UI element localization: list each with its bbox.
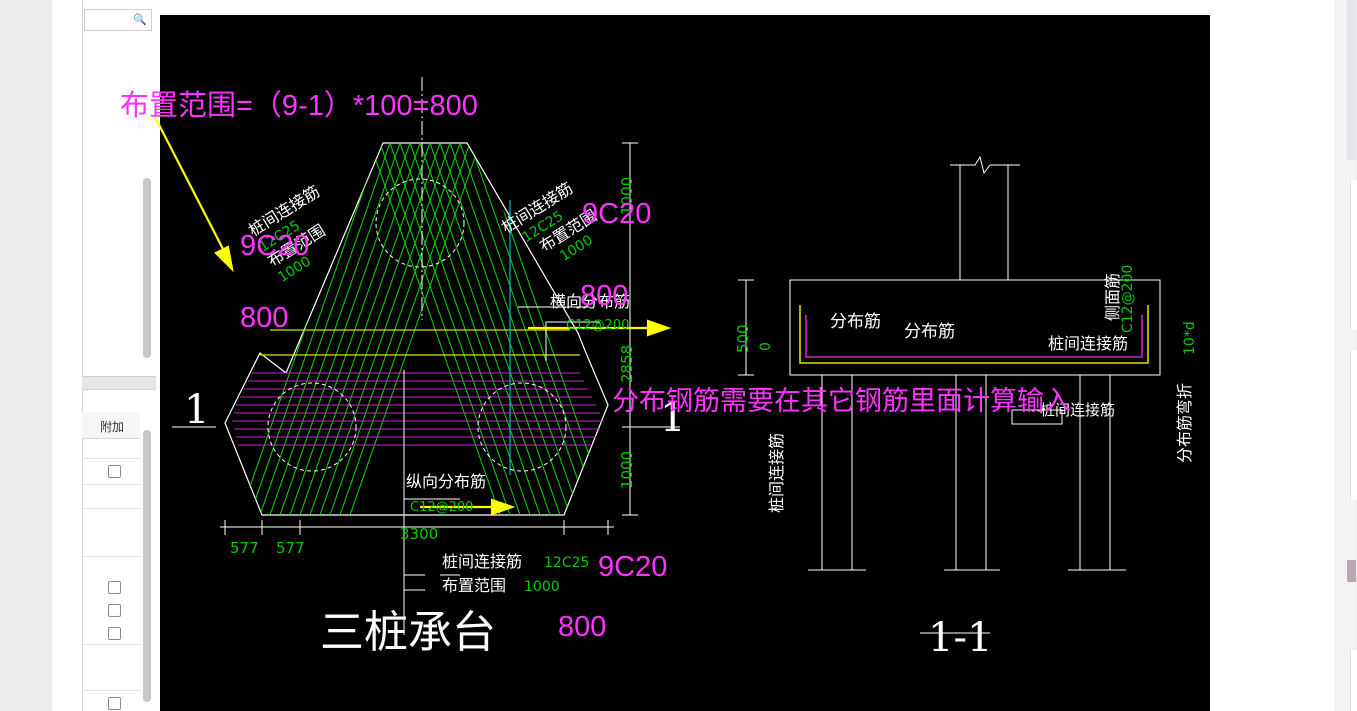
annotation-9c20-bottom: 9C20: [598, 551, 667, 583]
cad-text: 1 1 三桩承台 1-1 1000 2858 1000 3300 577 577…: [184, 177, 1198, 661]
row-checkbox[interactable]: [108, 465, 121, 478]
cad-svg: 1 1 三桩承台 1-1 1000 2858 1000 3300 577 577…: [120, 77, 1198, 661]
annotation-note: 分布钢筋需要在其它钢筋里面计算输入: [612, 386, 1071, 416]
section-mark-right: 1: [660, 395, 685, 441]
pile-connect-bottom-value: 12C25: [544, 555, 589, 571]
section-rebar-magenta: [805, 315, 1143, 358]
grid-row-divider: [82, 644, 140, 645]
dist-bar-label-1: 分布筋: [830, 312, 881, 332]
pile-connect-section: 桩间连接筋: [1048, 334, 1128, 353]
search-input[interactable]: 🔍: [84, 9, 152, 31]
annotation-800-left: 800: [240, 302, 288, 334]
grid-row-divider: [82, 556, 140, 557]
grid-row-divider: [82, 458, 140, 459]
right-panel-card[interactable]: [1350, 650, 1357, 711]
rebar-bands: [239, 143, 608, 515]
right-panel-strip: [1347, 0, 1356, 160]
row-checkbox[interactable]: [108, 627, 121, 640]
left-gutter: [0, 0, 52, 711]
pile-connect-vertical: 桩间连接筋: [767, 433, 786, 513]
grid-header-label: 附加: [100, 420, 125, 434]
row-checkbox[interactable]: [108, 604, 121, 617]
dist-bar-label-2: 分布筋: [904, 322, 955, 342]
search-icon[interactable]: 🔍: [133, 13, 147, 26]
cap-outline: [224, 142, 609, 516]
dist-bend-label: 分布筋弯折: [1175, 383, 1194, 463]
dim-577-b: 577: [276, 539, 305, 557]
pile-left: [267, 382, 357, 472]
section-rebar: [799, 305, 1149, 364]
pile-connect-section-2: 桩间连接筋: [1040, 401, 1115, 419]
dim-1000-top: 1000: [618, 177, 636, 215]
rebar-band-right: [369, 143, 608, 515]
dim-2858: 2858: [618, 345, 636, 383]
section-title: 1-1: [928, 615, 992, 661]
annotation-800-right: 800: [580, 280, 628, 312]
right-panel: [1334, 0, 1356, 711]
cad-drawing: 1 1 三桩承台 1-1 1000 2858 1000 3300 577 577…: [120, 15, 1210, 711]
grid-row-divider: [82, 484, 140, 485]
transverse-lines: [260, 329, 580, 356]
drawing-title: 三桩承台: [320, 607, 496, 658]
dim-1000-bottom: 1000: [618, 451, 636, 489]
section-view: [738, 155, 1161, 634]
yellow-arrows: [153, 114, 672, 516]
annotations: 布置范围=（9-1）*100=800 9C20 800 9C20 800 分布钢…: [120, 89, 1071, 643]
pile-right: [477, 382, 567, 472]
row-checkbox[interactable]: [108, 581, 121, 594]
row-checkbox[interactable]: [108, 697, 121, 710]
annotation-800-bottom: 800: [558, 611, 606, 643]
right-panel-strip: [1347, 560, 1356, 582]
panel-divider[interactable]: [82, 376, 156, 390]
distribution-bars: [232, 372, 604, 446]
annotation-9c20-right: 9C20: [582, 198, 651, 230]
grid-header: 附加: [82, 412, 140, 439]
left-panel-scrollbar[interactable]: [143, 178, 151, 358]
leaders: [404, 306, 600, 576]
side-face-label: 侧面筋: [1103, 273, 1122, 321]
pile-connect-bottom: 桩间连接筋: [442, 552, 522, 571]
grid-row-divider: [82, 508, 140, 509]
pile-top: [375, 178, 465, 268]
dim-10d: 10*d: [1182, 321, 1198, 355]
annotation-range-formula: 布置范围=（9-1）*100=800: [120, 89, 478, 122]
annotation-9c20-left: 9C20: [240, 230, 309, 262]
grid-row-divider: [82, 690, 140, 691]
longitudinal-label: 纵向分布筋: [406, 472, 486, 491]
rebar-band-left: [239, 143, 481, 515]
section-mark-left: 1: [184, 387, 209, 433]
transverse-value: C12@200: [566, 318, 629, 333]
right-panel-card[interactable]: [1350, 350, 1357, 500]
transverse-label: 横向分布筋: [550, 292, 630, 311]
grid-scrollbar[interactable]: [143, 430, 151, 702]
longitudinal-value: C12@200: [410, 500, 473, 515]
dim-577-a: 577: [230, 539, 259, 557]
right-panel-card[interactable]: [1350, 180, 1357, 330]
range-bottom: 布置范围: [442, 576, 506, 595]
dim-500: 500: [734, 324, 752, 353]
range-bottom-value: 1000: [524, 579, 560, 595]
side-rebar-value: C12@200: [1120, 265, 1136, 333]
dim-0: 0: [758, 342, 774, 351]
piles: [267, 178, 567, 472]
dim-3300: 3300: [400, 525, 438, 543]
